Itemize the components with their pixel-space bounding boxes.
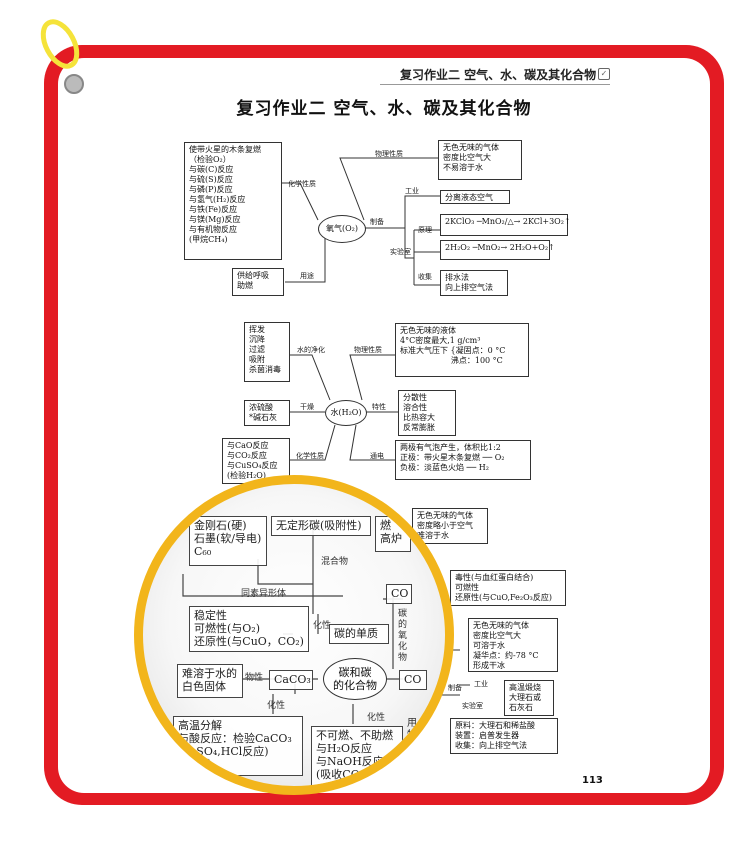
water-purify-label: 水的净化 bbox=[297, 346, 325, 354]
water-dry-label: 干燥 bbox=[300, 403, 314, 411]
carbon-lab-label: 实验室 bbox=[462, 702, 483, 710]
mag-mix-label: 混合物 bbox=[321, 557, 349, 567]
mag-co-right: CO bbox=[399, 670, 427, 690]
water-elec-box: 两极有气泡产生，体积比1:2 正极：带火星木条复燃 ── O₂ 负极：淡蓝色火焰… bbox=[395, 440, 531, 480]
mag-amorphous-box: 无定形碳(吸附性) bbox=[271, 516, 371, 536]
water-center: 水(H₂O) bbox=[325, 400, 367, 426]
oxygen-chem-box: 使带火星的木条复燃 （检验O₂） 与碳(C)反应 与硫(S)反应 与磷(P)反应… bbox=[184, 142, 282, 260]
oxygen-industry-label: 工业 bbox=[405, 187, 419, 195]
mag-oxide-label: 碳 的 氧 化 物 bbox=[398, 609, 408, 663]
carbon-co2-gas-box: 无色无味的气体 密度略小于空气 难溶于水 bbox=[412, 508, 488, 544]
mag-decompose-box: 高温分解 与酸反应：检验CaCO₃ (H₂SO₄,HCl反应) 石形成 bbox=[173, 716, 303, 776]
magnifier-lens: 金刚石(硬) 石墨(软/导电) C₆₀ 无定形碳(吸附性) 混合物 燃 高炉 同… bbox=[134, 475, 454, 795]
oxygen-phys-box: 无色无味的气体 密度比空气大 不易溶于水 bbox=[438, 140, 522, 180]
mag-chem-label2: 化性 bbox=[267, 701, 286, 711]
carbon-lab-box: 原料：大理石和稀盐酸 装置：启普发生器 收集：向上排空气法 bbox=[450, 718, 558, 754]
water-elec-label: 通电 bbox=[370, 452, 384, 460]
oxygen-use-box: 供给呼吸 助燃 bbox=[232, 268, 284, 296]
oxygen-collect-box: 排水法 向上排空气法 bbox=[440, 270, 508, 296]
oxygen-collect-label: 收集 bbox=[418, 273, 432, 281]
oxygen-principle-box2: 2H₂O₂ ─MnO₂→ 2H₂O+O₂↑ bbox=[440, 240, 555, 260]
mag-insoluble-box: 难溶于水的 白色固体 bbox=[177, 664, 243, 698]
water-dry-box: 浓硫酸 *碱石灰 bbox=[244, 400, 290, 426]
carbon-industry-label: 工业 bbox=[474, 680, 488, 688]
oxygen-chem-label: 化学性质 bbox=[288, 180, 316, 188]
mag-nonflammable-box: 不可燃、不助燃 与H₂O反应 与NaOH反应 (吸收CO₂) bbox=[311, 726, 403, 786]
binder-ring-icon bbox=[40, 19, 84, 94]
oxygen-use-label: 用途 bbox=[300, 272, 314, 280]
mag-co-box: CO bbox=[386, 584, 412, 604]
water-feature-box: 分散性 溶合性 比热容大 反常膨胀 bbox=[398, 390, 456, 436]
page-title: 复习作业二 空气、水、碳及其化合物 bbox=[236, 99, 532, 119]
water-chem-label: 化学性质 bbox=[296, 452, 324, 460]
header-rule bbox=[380, 84, 610, 85]
leaf-icon: ✓ bbox=[598, 68, 610, 80]
oxygen-industry-box: 分离液态空气 bbox=[440, 190, 510, 204]
mag-carbon-simple: 碳的单质 bbox=[329, 624, 389, 644]
mag-carbon-chem-box: 稳定性 可燃性(与O₂) 还原性(与CuO，CO₂) bbox=[189, 606, 309, 652]
water-phys-label: 物理性质 bbox=[354, 346, 382, 354]
mag-caco3-box: CaCO₃ bbox=[269, 670, 313, 690]
carbon-prep-label: 制备 bbox=[448, 684, 462, 692]
oxygen-principle-label: 原理 bbox=[418, 226, 432, 234]
oxygen-phys-label: 物理性质 bbox=[375, 150, 403, 158]
mag-center: 碳和碳 的化合物 bbox=[323, 658, 387, 700]
oxygen-center: 氧气(O₂) bbox=[318, 215, 366, 243]
water-purify-box: 挥发 沉降 过滤 吸附 杀菌消毒 bbox=[244, 322, 290, 382]
water-feature-label: 特性 bbox=[372, 403, 386, 411]
mag-allotrope-box: 金刚石(硬) 石墨(软/导电) C₆₀ bbox=[189, 516, 267, 566]
oxygen-principle-box1: 2KClO₃ ─MnO₂/△→ 2KCl+3O₂↑ bbox=[440, 214, 571, 236]
carbon-co2-phys-box: 无色无味的气体 密度比空气大 可溶于水 凝华点：约-78 °C 形成干冰 bbox=[468, 618, 558, 672]
oxygen-lab-label: 实验室 bbox=[390, 248, 411, 256]
water-phys-box: 无色无味的液体 4°C密度最大,1 g/cm³ 标准大气压下 {凝固点：0 °C… bbox=[395, 323, 529, 377]
oxygen-prep-label: 制备 bbox=[370, 218, 384, 226]
page-number: 113 bbox=[582, 775, 603, 786]
mag-chem-label3: 化性 bbox=[367, 713, 386, 723]
carbon-co-box: 毒性(与血红蛋白结合) 可燃性 还原性(与CuO,Fe₂O₃反应) bbox=[450, 570, 566, 606]
mag-combust-box: 燃 高炉 bbox=[375, 516, 411, 552]
mag-allotrope-label: 同素异形体 bbox=[241, 589, 287, 599]
carbon-industry-box: 高温煅烧 大理石或 石灰石 bbox=[504, 680, 554, 716]
mag-phys-label: 物性 bbox=[245, 673, 264, 683]
mag-use-part: 用 物 降雨 bbox=[407, 718, 427, 753]
water-chem-box: 与CaO反应 与CO₂反应 与CuSO₄反应 (检验H₂O) bbox=[222, 438, 290, 484]
running-header: 复习作业二 空气、水、碳及其化合物 bbox=[400, 68, 597, 82]
mag-carbon-chem-label: 化性 bbox=[313, 621, 332, 631]
